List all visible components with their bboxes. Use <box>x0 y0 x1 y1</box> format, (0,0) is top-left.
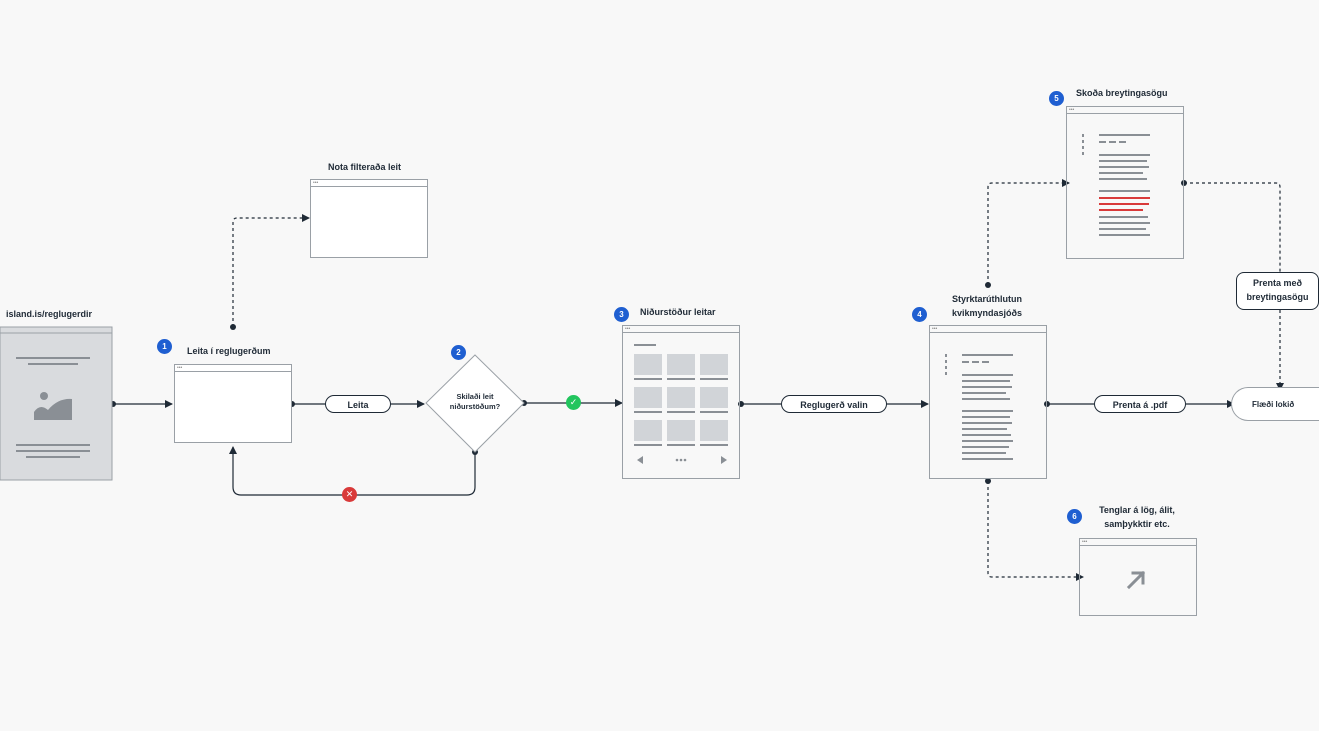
step-6-line-1: Tenglar á lög, álit, <box>1099 505 1175 515</box>
step-5-title: Skoða breytingasögu <box>1076 88 1168 98</box>
external-link-icon <box>1126 570 1146 590</box>
filter-title: Nota filteraða leit <box>328 162 402 172</box>
start-title: island.is/reglugerdir <box>6 309 93 319</box>
print-pdf-button[interactable]: Prenta á .pdf <box>1094 395 1186 413</box>
document-lines <box>945 354 1013 460</box>
pagination-dots <box>675 458 687 462</box>
next-icon <box>721 456 727 464</box>
search-box[interactable]: ••• <box>174 364 292 443</box>
decision-question: Skilaði leit niðurstöðum? <box>440 392 510 412</box>
connector-history-dashed <box>987 179 1070 285</box>
step-1-title: Leita í reglugerðum <box>187 346 271 356</box>
results-grid <box>634 344 728 464</box>
step-badge-6: 6 <box>1067 509 1082 524</box>
decision-line-1: Skilaði leit <box>456 392 494 401</box>
select-regulation-button[interactable]: Reglugerð valin <box>781 395 887 413</box>
step-4-line-1: Styrktarúthlutun <box>951 294 1022 304</box>
cross-icon: ✕ <box>342 487 357 502</box>
step-badge-3: 3 <box>614 307 629 322</box>
links-page: ••• <box>1079 538 1197 616</box>
history-page: ••• <box>1066 106 1184 259</box>
connector-links-dashed <box>987 481 1084 581</box>
image-placeholder-icon <box>34 392 72 420</box>
step-6-line-2: samþykktir etc. <box>1104 519 1170 529</box>
node-dot <box>985 282 991 288</box>
step-badge-5: 5 <box>1049 91 1064 106</box>
step-4-line-2: kvikmyndasjóðs <box>951 308 1023 318</box>
decision-line-2: niðurstöðum? <box>449 402 501 411</box>
step-badge-4: 4 <box>912 307 927 322</box>
node-dot <box>985 478 991 484</box>
filter-search-box[interactable]: ••• <box>310 179 428 258</box>
results-page: ••• <box>622 325 740 479</box>
node-dot <box>1044 401 1050 407</box>
step-badge-1: 1 <box>157 339 172 354</box>
print-history-button[interactable]: Prenta með breytingasögu <box>1236 272 1319 310</box>
step-badge-2: 2 <box>451 345 466 360</box>
step-3-title: Niðurstöður leitar <box>640 307 716 317</box>
flow-end-terminal: Flæði lokið <box>1231 387 1319 421</box>
decision-diamond <box>425 354 525 453</box>
connector-history-out-dashed <box>1184 182 1281 272</box>
step-4-title: Styrktarúthlutun kvikmyndasjóðs <box>937 292 1037 320</box>
check-icon: ✓ <box>566 395 581 410</box>
highlighted-changes <box>1099 197 1150 211</box>
history-document-lines <box>1082 134 1150 236</box>
print-history-line-2: breytingasögu <box>1246 292 1309 302</box>
print-history-line-1: Prenta með <box>1252 278 1303 288</box>
connector-filter-dashed <box>232 214 310 327</box>
prev-icon <box>637 456 643 464</box>
regulation-page: ••• <box>929 325 1047 479</box>
step-6-title: Tenglar á lög, álit, samþykktir etc. <box>1087 503 1187 531</box>
search-action-button[interactable]: Leita <box>325 395 391 413</box>
node-dot <box>230 324 236 330</box>
node-dot <box>1181 180 1187 186</box>
